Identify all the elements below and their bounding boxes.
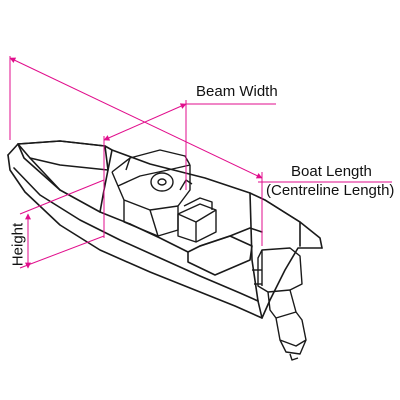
boat-length-line — [9, 57, 263, 179]
height-label: Height — [9, 222, 27, 267]
height-extension-top — [19, 179, 105, 215]
beam-width-label: Beam Width — [196, 83, 278, 100]
height-extension-bottom — [19, 235, 105, 269]
outboard-motor — [252, 247, 307, 361]
console — [111, 149, 217, 243]
boat-length-label: Boat Length — [291, 163, 372, 180]
centreline-length-label: (Centreline Length) — [266, 182, 395, 199]
beam-width-line — [103, 103, 187, 141]
dimension-lines — [9, 56, 392, 269]
